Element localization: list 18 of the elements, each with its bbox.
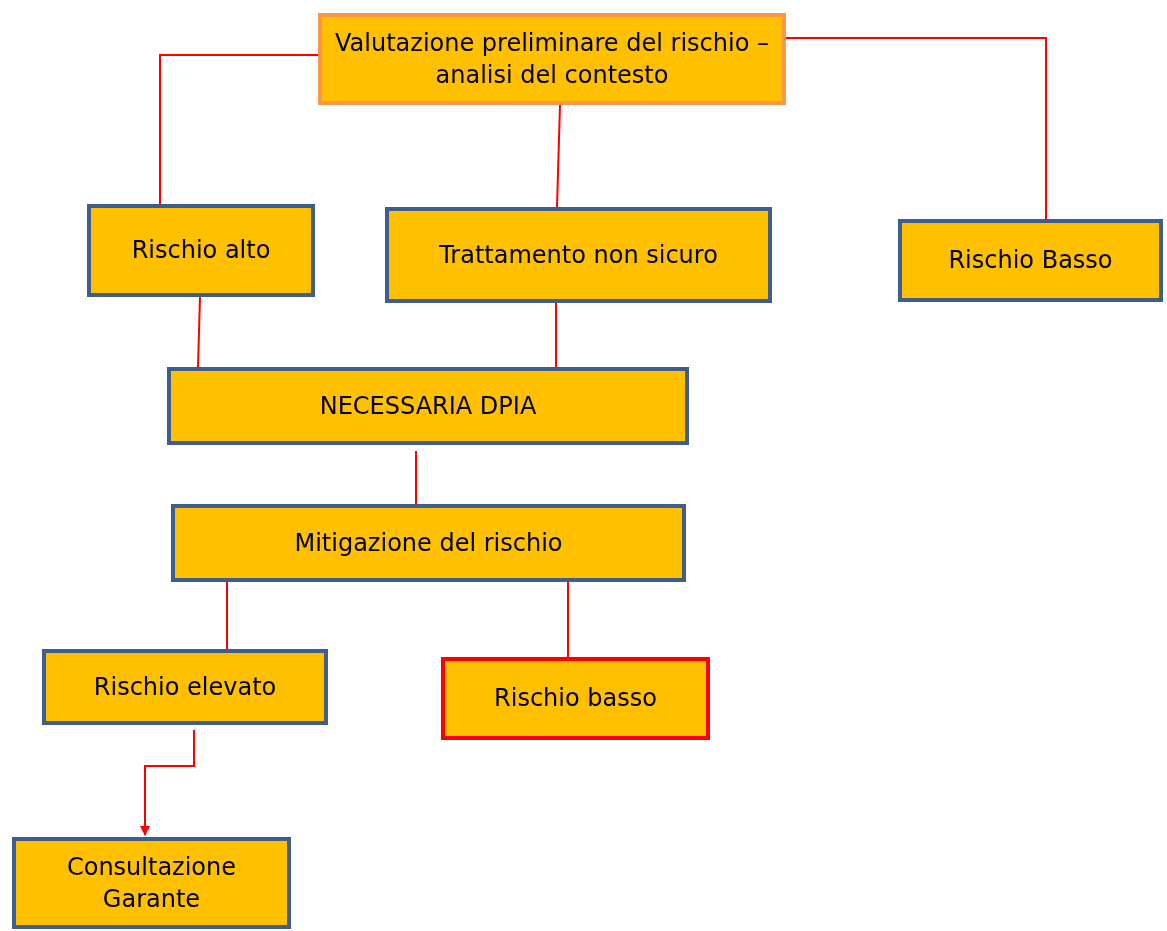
connector-line [785, 37, 1047, 220]
connector-line [159, 54, 319, 205]
process-box: Rischio alto [87, 204, 315, 297]
connector-line [555, 302, 557, 368]
process-box: Trattamento non sicuro [385, 207, 772, 303]
arrow [140, 729, 195, 836]
connector-line [226, 581, 228, 650]
process-box: NECESSARIA DPIA [167, 367, 689, 445]
process-box: Mitigazione del rischio [171, 504, 686, 582]
process-box: Rischio basso [441, 657, 710, 740]
connector-line [567, 581, 569, 658]
connector-line [197, 296, 201, 368]
process-box: Rischio elevato [42, 649, 328, 725]
connector-line [415, 450, 417, 505]
process-box: Consultazione Garante [12, 837, 291, 929]
process-box: Valutazione preliminare del rischio – analisi del contesto [318, 13, 786, 105]
process-box: Rischio Basso [898, 219, 1163, 302]
connector-line [556, 104, 561, 208]
